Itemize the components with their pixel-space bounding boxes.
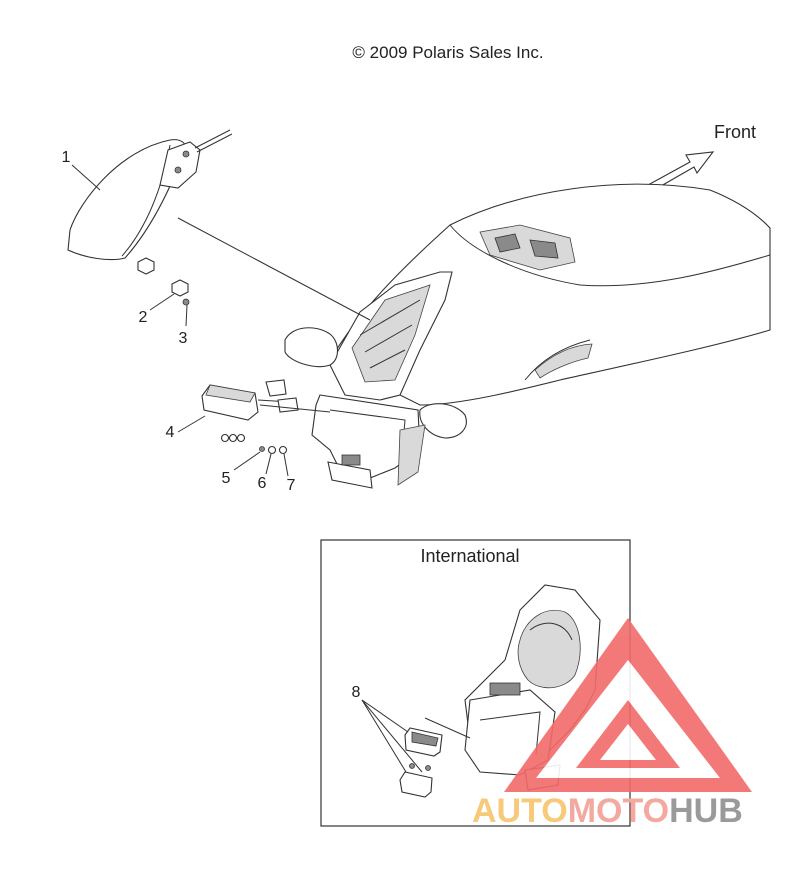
- watermark-hub: HUB: [669, 792, 743, 830]
- callout-4: 4: [166, 424, 175, 441]
- part-8-international-lights: [399, 727, 443, 798]
- callout-2: 2: [139, 309, 148, 326]
- callout-6: 6: [258, 475, 267, 492]
- part-5-6-7-hardware: [220, 433, 288, 455]
- vehicle-rear-body: [284, 183, 771, 489]
- callout-8: 8: [352, 684, 361, 701]
- inset-title: International: [420, 546, 519, 566]
- copyright-text: © 2009 Polaris Sales Inc.: [352, 43, 543, 62]
- callout-3: 3: [179, 330, 188, 347]
- watermark-text: AUTOMOTOHUB: [472, 792, 743, 830]
- callout-5: 5: [222, 470, 231, 487]
- part-3-screw: [182, 298, 190, 306]
- part-4-license-light: [201, 379, 331, 421]
- watermark-moto: MOTO: [568, 792, 669, 830]
- callout-7: 7: [287, 477, 296, 494]
- part-2-nut: [137, 257, 189, 297]
- callout-1: 1: [62, 149, 71, 166]
- front-label: Front: [714, 122, 756, 142]
- watermark-auto: AUTO: [472, 792, 568, 830]
- part-1-tail-lamp-lens: [67, 129, 233, 261]
- automotohub-watermark-logo: [504, 618, 752, 792]
